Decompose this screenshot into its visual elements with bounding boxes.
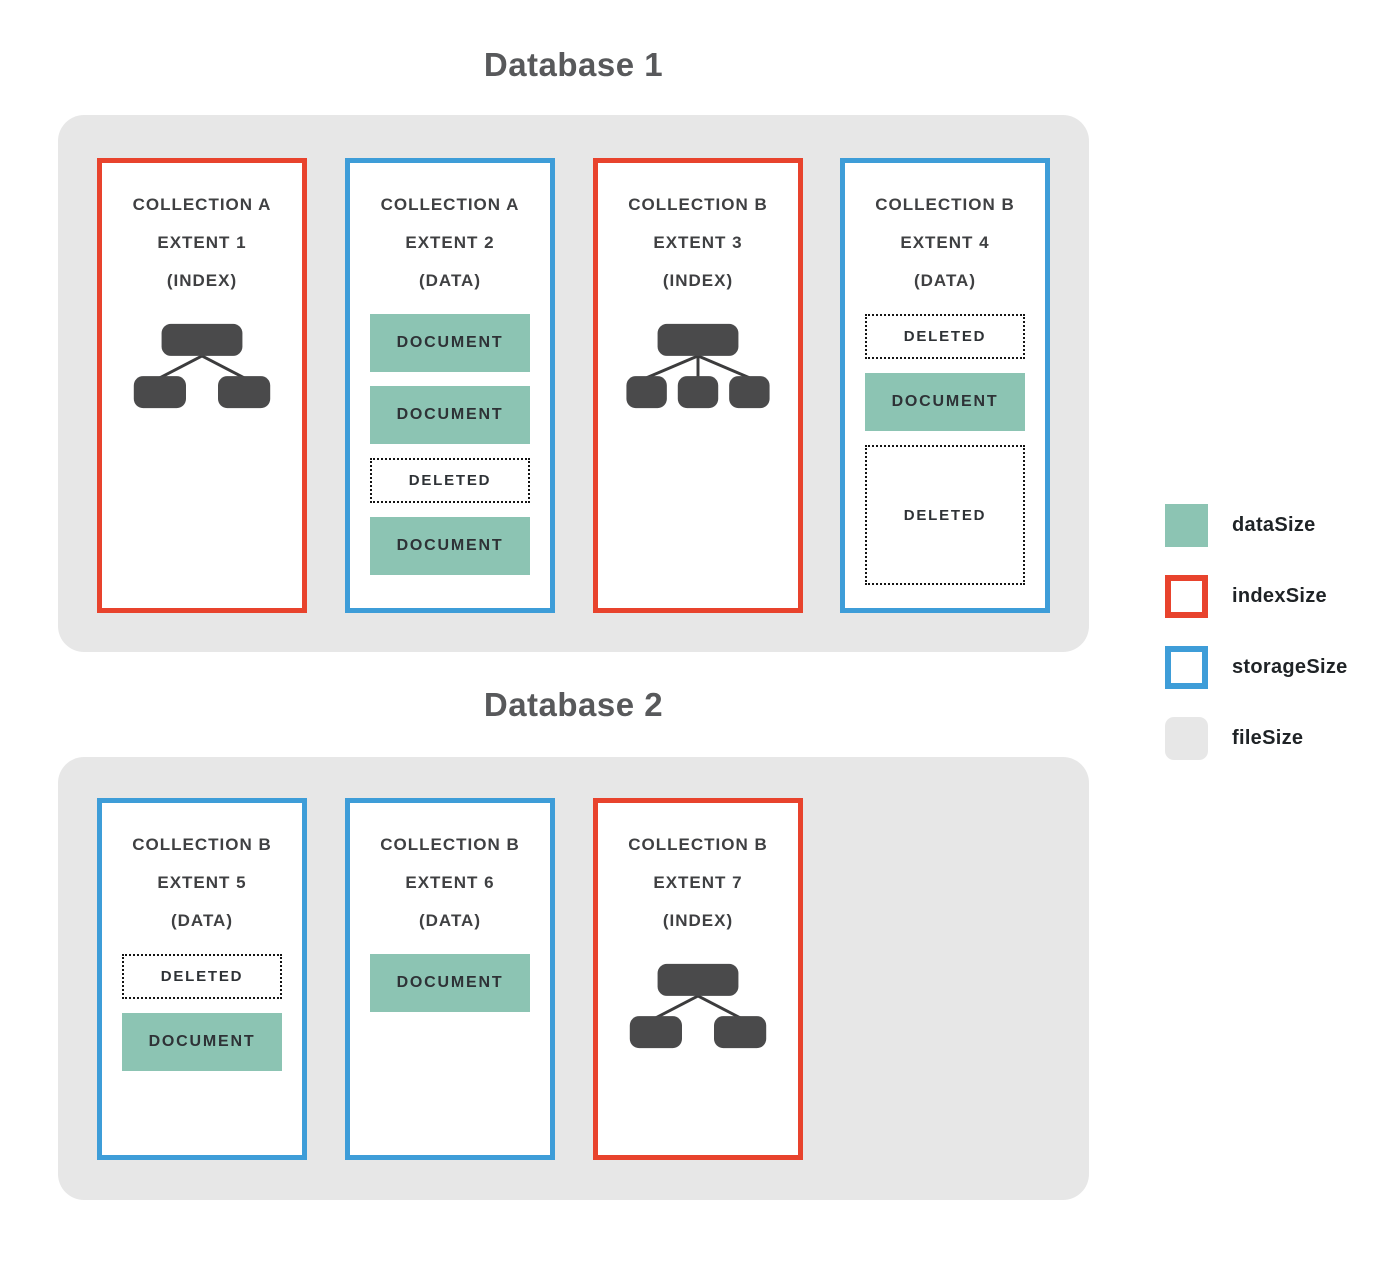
document-block: DOCUMENT xyxy=(370,386,530,444)
document-block: DOCUMENT xyxy=(865,373,1025,431)
legend-label: fileSize xyxy=(1232,727,1304,749)
extent-items: DELETED DOCUMENT xyxy=(122,954,282,1071)
index-tree-icon xyxy=(629,963,767,1049)
index-tree xyxy=(618,314,778,416)
document-block: DOCUMENT xyxy=(122,1013,282,1071)
extent-items: DOCUMENT DOCUMENT DELETED DOCUMENT xyxy=(370,314,530,575)
extent-items: DOCUMENT xyxy=(370,954,530,1012)
extent-type: (DATA) xyxy=(418,911,481,930)
index-tree xyxy=(122,314,282,416)
extent-name: EXTENT 6 xyxy=(405,873,495,892)
legend-label: dataSize xyxy=(1232,514,1316,536)
collection-name: COLLECTION B xyxy=(875,195,1015,214)
legend-row-dataSize: dataSize xyxy=(1165,504,1348,547)
extent-box-extent-4: COLLECTION B EXTENT 4 (DATA) DELETED DOCUMEN… xyxy=(840,158,1050,613)
deleted-block: DELETED xyxy=(370,458,530,503)
deleted-block: DELETED xyxy=(122,954,282,999)
index-tree-icon xyxy=(133,323,271,409)
legend-row-indexSize: indexSize xyxy=(1165,575,1348,618)
document-block: DOCUMENT xyxy=(370,314,530,372)
extent-name: EXTENT 3 xyxy=(653,233,743,252)
extent-items xyxy=(618,954,778,1056)
deleted-block: DELETED xyxy=(865,314,1025,359)
legend: dataSize indexSize storageSize fileSize xyxy=(1165,504,1348,788)
deleted-block: DELETED xyxy=(865,445,1025,585)
extent-type: (DATA) xyxy=(170,911,233,930)
database-2-container: COLLECTION B EXTENT 5 (DATA) DELETED DOCUMEN… xyxy=(58,757,1089,1200)
collection-name: COLLECTION A xyxy=(380,195,520,214)
legend-label: storageSize xyxy=(1232,656,1348,678)
database-2-title: Database 2 xyxy=(483,686,664,723)
extent-title-block: COLLECTION B EXTENT 4 (DATA) xyxy=(845,186,1045,300)
dataSize-swatch-icon xyxy=(1165,504,1208,547)
database-1-title: Database 1 xyxy=(483,46,664,83)
fileSize-swatch-icon xyxy=(1165,717,1208,760)
extent-type: (INDEX) xyxy=(662,911,734,930)
collection-name: COLLECTION B xyxy=(380,835,520,854)
indexSize-swatch-icon xyxy=(1165,575,1208,618)
collection-name: COLLECTION B xyxy=(132,835,272,854)
legend-row-fileSize: fileSize xyxy=(1165,717,1348,760)
extent-title-block: COLLECTION B EXTENT 3 (INDEX) xyxy=(598,186,798,300)
extent-name: EXTENT 4 xyxy=(900,233,990,252)
extent-items: DELETED DOCUMENT DELETED xyxy=(865,314,1025,585)
extent-box-extent-6: COLLECTION B EXTENT 6 (DATA) DOCUMENT xyxy=(345,798,555,1160)
collection-name: COLLECTION B xyxy=(628,195,768,214)
extent-name: EXTENT 1 xyxy=(157,233,247,252)
extent-name: EXTENT 7 xyxy=(653,873,743,892)
extent-items xyxy=(122,314,282,416)
extent-box-extent-5: COLLECTION B EXTENT 5 (DATA) DELETED DOCUMEN… xyxy=(97,798,307,1160)
extent-name: EXTENT 5 xyxy=(157,873,247,892)
document-block: DOCUMENT xyxy=(370,954,530,1012)
index-tree xyxy=(618,954,778,1056)
extent-title-block: COLLECTION A EXTENT 2 (DATA) xyxy=(350,186,550,300)
extent-type: (DATA) xyxy=(913,271,976,290)
document-block: DOCUMENT xyxy=(370,517,530,575)
extent-title-block: COLLECTION B EXTENT 5 (DATA) xyxy=(102,826,302,940)
legend-label: indexSize xyxy=(1232,585,1327,607)
extent-title-block: COLLECTION A EXTENT 1 (INDEX) xyxy=(102,186,302,300)
extent-items xyxy=(618,314,778,416)
extent-title-block: COLLECTION B EXTENT 6 (DATA) xyxy=(350,826,550,940)
extent-title-block: COLLECTION B EXTENT 7 (INDEX) xyxy=(598,826,798,940)
database-1-container: COLLECTION A EXTENT 1 (INDEX) COLLECTION A E… xyxy=(58,115,1089,652)
extent-name: EXTENT 2 xyxy=(405,233,495,252)
extent-type: (INDEX) xyxy=(166,271,238,290)
extent-box-extent-1: COLLECTION A EXTENT 1 (INDEX) xyxy=(97,158,307,613)
extent-box-extent-3: COLLECTION B EXTENT 3 (INDEX) xyxy=(593,158,803,613)
extent-type: (DATA) xyxy=(418,271,481,290)
collection-name: COLLECTION A xyxy=(132,195,272,214)
collection-name: COLLECTION B xyxy=(628,835,768,854)
extent-type: (INDEX) xyxy=(662,271,734,290)
extent-box-extent-7: COLLECTION B EXTENT 7 (INDEX) xyxy=(593,798,803,1160)
legend-row-storageSize: storageSize xyxy=(1165,646,1348,689)
storageSize-swatch-icon xyxy=(1165,646,1208,689)
index-tree-icon xyxy=(626,323,770,409)
